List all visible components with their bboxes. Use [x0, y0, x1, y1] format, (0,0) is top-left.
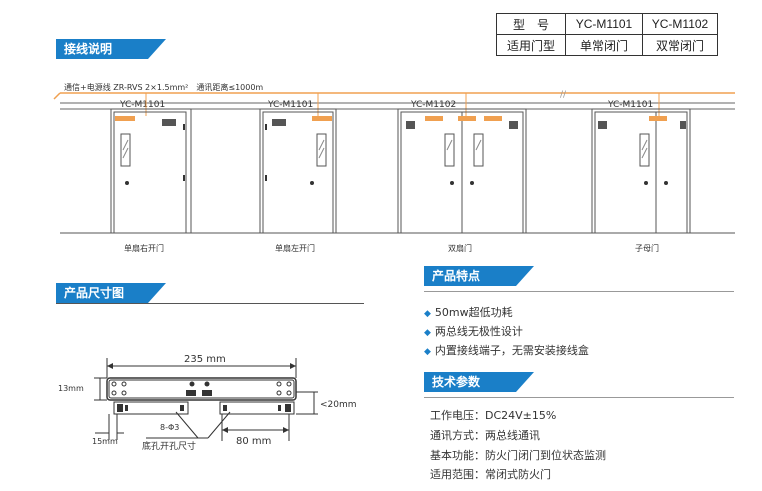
tech-title: 技术参数: [424, 372, 534, 392]
closer-1b: [162, 119, 176, 126]
door2-model: YC-M1101: [267, 100, 313, 110]
closer-2b: [272, 119, 286, 126]
plate-right: [219, 401, 295, 415]
wire-note: 通信+电源线 ZR-RVS 2×1.5mm² 通讯距离≤1000m: [64, 82, 263, 92]
door-single-right: YC-M1101 单扇右开门: [110, 93, 192, 253]
hole-label: 底孔开孔尺寸: [142, 440, 196, 452]
door-mother-child: YC-M1101 子母门: [591, 93, 691, 253]
dim-total: 235 mm: [184, 354, 226, 365]
closer-1a: [115, 116, 135, 121]
door3-caption: 双扇门: [448, 243, 472, 253]
dim-depth: <20mm: [320, 400, 357, 410]
tech-item-4: 适用范围：常闭式防火门: [430, 468, 551, 481]
feature-item-1: ◆50mw超低功耗: [424, 306, 513, 319]
closer-3b: [458, 116, 476, 121]
tech-item-3: 基本功能：防火门闭门到位状态监测: [430, 449, 606, 462]
closer-2a: [312, 116, 332, 121]
door1-caption: 单扇右开门: [124, 243, 164, 253]
dim-left: 15mm: [92, 437, 118, 446]
wiring-title: 接线说明: [56, 39, 166, 59]
spec-type-1: 单常闭门: [565, 34, 643, 56]
features-header: 产品特点: [424, 266, 734, 292]
door2-caption: 单扇左开门: [275, 243, 315, 253]
dim-height: 13mm: [58, 384, 84, 393]
feature-item-3: ◆内置接线端子，无需安装接线盒: [424, 344, 589, 357]
closer-3c: [484, 116, 502, 121]
tech-item-1: 工作电压：DC24V±15%: [430, 409, 557, 422]
door4-model: YC-M1101: [607, 100, 653, 110]
wire-break: //: [560, 90, 567, 100]
spec-row-label: 适用门型: [496, 34, 566, 56]
tech-header: 技术参数: [424, 372, 734, 398]
plate-left: [113, 401, 189, 415]
size-drawing: 235 mm 13mm <20mm 8-Φ3 底孔开孔尺寸 15mm 80 mm: [58, 354, 357, 452]
closer-4a: [649, 116, 667, 121]
hole-note: 8-Φ3: [160, 423, 179, 432]
feature-item-2: ◆两总线无极性设计: [424, 325, 523, 338]
spec-table: 型 号 YC-M1101 YC-M1102 适用门型 单常闭门 双常闭门: [496, 13, 718, 56]
size-header: 产品尺寸图: [56, 283, 364, 304]
door1-model: YC-M1101: [119, 100, 165, 110]
wire-start: [53, 92, 61, 100]
door3-model: YC-M1102: [410, 100, 456, 110]
body-top: [106, 377, 297, 401]
door-double: YC-M1102 双扇门: [397, 93, 527, 253]
dim-hole: 80 mm: [236, 436, 271, 447]
closer-3a: [425, 116, 443, 121]
wiring-header: 接线说明: [56, 39, 476, 59]
door4-caption: 子母门: [635, 243, 659, 253]
tech-item-2: 通讯方式：两总线通讯: [430, 429, 540, 442]
wiring-diagram: // 通信+电源线 ZR-RVS 2×1.5mm² 通讯距离≤1000m YC-…: [53, 82, 735, 253]
spec-type-2: 双常闭门: [642, 34, 718, 56]
size-title: 产品尺寸图: [56, 283, 166, 303]
features-title: 产品特点: [424, 266, 534, 286]
door-single-left: YC-M1101 单扇左开门: [259, 93, 337, 253]
